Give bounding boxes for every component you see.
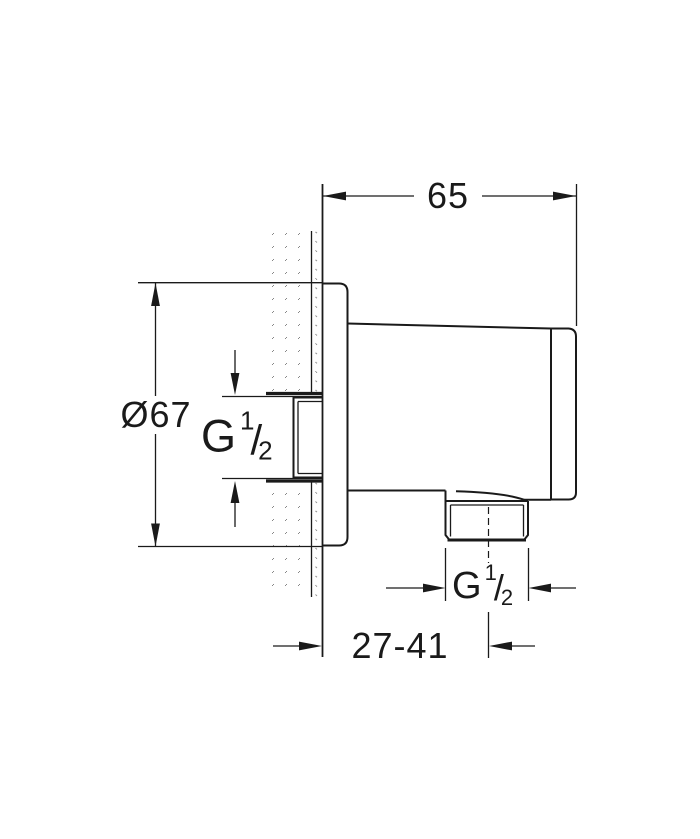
dim-width-label: 65 bbox=[426, 175, 470, 216]
wall-finish-layer-hatching bbox=[311, 231, 323, 597]
dim-depth-label: 27-41 bbox=[351, 625, 449, 666]
outlet-thread-prefix: G bbox=[452, 565, 482, 607]
dim-diameter-label: Ø67 bbox=[120, 397, 191, 433]
outlet-nipple bbox=[444, 500, 529, 542]
dimension-depth-27-41 bbox=[273, 612, 535, 658]
inlet-nipple bbox=[292, 396, 323, 479]
diameter-symbol: Ø bbox=[120, 394, 150, 435]
arrowhead-down-icon bbox=[151, 523, 160, 547]
fixture-outline bbox=[292, 282, 577, 563]
arrowhead-up-icon bbox=[151, 283, 160, 306]
wall-section bbox=[265, 184, 324, 657]
arrowhead-right-icon bbox=[299, 641, 322, 651]
arrowhead-right-icon bbox=[553, 191, 576, 201]
diameter-value: 67 bbox=[149, 394, 192, 435]
dimension-inlet-thread-arrows bbox=[222, 350, 322, 527]
inlet-thread-slash: / bbox=[250, 416, 263, 464]
dimension-width-65 bbox=[322, 184, 578, 326]
escutcheon-flange bbox=[322, 282, 349, 547]
outlet-thread-numerator: 1 bbox=[484, 560, 497, 585]
body-cylinder bbox=[347, 322, 552, 492]
outlet-elbow-curve bbox=[444, 490, 551, 501]
inlet-thread-denominator: 2 bbox=[258, 435, 273, 466]
dimension-outlet-thread bbox=[386, 548, 576, 601]
outlet-thread-denominator: 2 bbox=[500, 585, 514, 610]
wall-hatching-main bbox=[265, 231, 312, 597]
arrowhead-left-icon bbox=[489, 641, 512, 651]
wall-opening-cut-edges bbox=[266, 391, 323, 483]
arrowhead-left-icon bbox=[528, 583, 551, 593]
dimension-diameter-67 bbox=[138, 282, 322, 548]
end-cap bbox=[550, 327, 577, 501]
outlet-thread-slash: / bbox=[493, 567, 504, 608]
arrowhead-down-icon bbox=[230, 373, 240, 395]
inlet-thread-prefix: G bbox=[201, 410, 237, 462]
arrowhead-up-icon bbox=[230, 481, 240, 503]
arrowhead-left-icon bbox=[323, 191, 346, 201]
inlet-thread-numerator: 1 bbox=[240, 405, 255, 436]
arrowhead-right-icon bbox=[423, 583, 446, 593]
